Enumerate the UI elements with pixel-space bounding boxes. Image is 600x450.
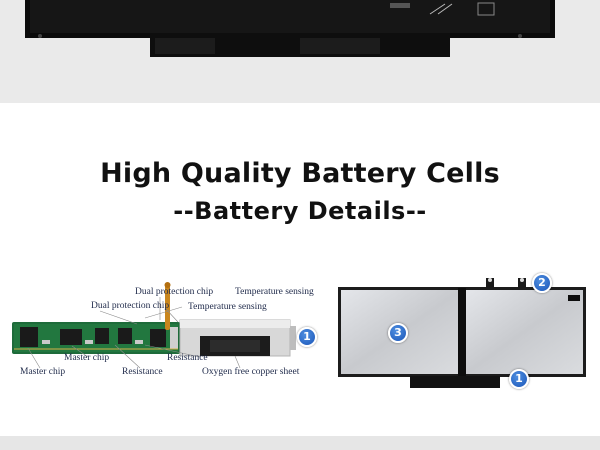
copper-sheet	[179, 319, 296, 357]
headline-subtitle: --Battery Details--	[173, 197, 427, 225]
label-master-chip: Master chip	[20, 367, 66, 377]
label-resistance: Resistance	[122, 367, 163, 377]
badge-number-pcb: 1	[297, 327, 317, 347]
battery-top-view	[25, 0, 555, 57]
label-resistance-top: Resistance	[167, 353, 208, 363]
pcb-board	[12, 322, 180, 354]
label-master-chip-top: Master chip	[64, 353, 110, 363]
label-dual-protection-chip: Dual protection chip	[91, 301, 170, 311]
badge-number-cells-top: 2	[532, 273, 552, 293]
badge-number-cells-bottom: 1	[509, 369, 529, 389]
bottom-band	[0, 436, 600, 450]
label-dual-protection-chip-top: Dual protection chip	[135, 287, 214, 297]
headline-title: High Quality Battery Cells	[100, 158, 500, 189]
label-oxygen-free-copper-sheet: Oxygen free copper sheet	[202, 367, 300, 377]
label-temperature-sensing-top: Temperature sensing	[235, 287, 314, 297]
label-temperature-sensing: Temperature sensing	[188, 302, 267, 312]
badge-number-cells-mid: 3	[388, 323, 408, 343]
battery-cells	[338, 278, 586, 388]
